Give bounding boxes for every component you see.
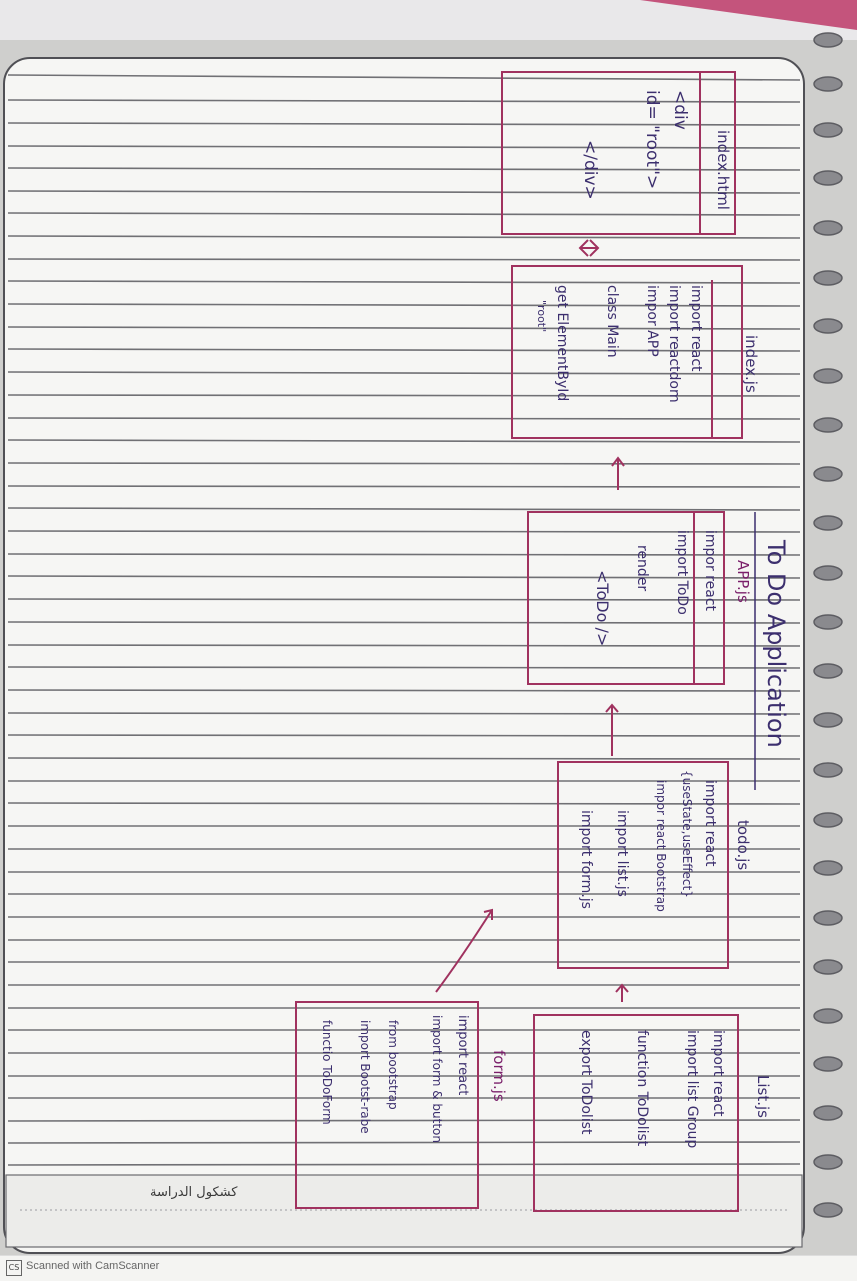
index-js-label: index.js	[742, 335, 760, 393]
index-js-line-2: import reactdom	[666, 285, 682, 403]
box-todo-js	[557, 761, 729, 969]
list-js-line-3: function ToDolist	[634, 1030, 650, 1147]
spiral-binding	[813, 32, 843, 1218]
box-index-js	[511, 265, 743, 439]
app-js-label: APP.js	[734, 560, 752, 603]
page-title: To Do Application	[762, 540, 790, 748]
index-js-line-5: get ElementById	[554, 285, 570, 402]
list-js-line-4: export ToDolist	[578, 1030, 594, 1135]
index-js-line-4: class Main	[604, 285, 620, 358]
ruled-lines	[7, 74, 801, 1166]
form-js-line-4: import Bootst-rabe	[358, 1020, 372, 1134]
index-js-line-3: impor APP	[644, 285, 660, 357]
app-js-line-1: impor react	[702, 530, 718, 612]
app-js-line-2: import ToDo	[674, 530, 690, 615]
app-js-line-3: render	[634, 545, 650, 592]
app-js-line-4: <ToDo />	[593, 570, 612, 647]
index-html-label: index.html	[714, 130, 732, 210]
index-js-line-1: import react	[688, 285, 704, 372]
list-js-line-2: import list Group	[684, 1030, 700, 1149]
todo-js-line-1: import react	[702, 780, 718, 867]
box-index-html	[501, 71, 736, 235]
scanner-footer: CS Scanned with CamScanner	[0, 1255, 857, 1281]
todo-js-line-5: import form.js	[578, 810, 594, 909]
notebook-paper	[3, 57, 805, 1254]
form-js-label: form.js	[490, 1050, 508, 1102]
index-html-line-3: </div>	[580, 140, 600, 200]
form-js-line-2: import form & button	[430, 1015, 444, 1143]
box-app-js	[527, 511, 725, 685]
form-js-line-3: from bootstrap	[386, 1020, 400, 1110]
box-form-js	[295, 1001, 479, 1209]
todo-js-line-3: impor react Bootstrap	[654, 780, 668, 912]
scanner-credit: Scanned with CamScanner	[26, 1260, 160, 1272]
form-js-line-1: import react	[455, 1015, 470, 1096]
index-js-line-6: "root"	[535, 300, 548, 333]
index-html-line-1: <div	[670, 90, 690, 130]
notebook-brand: كشكول الدراسة	[150, 1185, 238, 1200]
index-html-line-2: id= "root">	[642, 90, 662, 190]
todo-js-label: todo.js	[734, 820, 752, 871]
todo-js-line-2: {useState,useEffect}	[680, 770, 694, 898]
form-js-line-5: functio ToDoForm	[320, 1020, 334, 1125]
list-js-label: List.js	[754, 1075, 772, 1118]
list-js-line-1: import react	[710, 1030, 726, 1117]
camscanner-logo-icon: CS	[6, 1260, 22, 1276]
box-list-js	[533, 1014, 739, 1212]
todo-js-line-4: import list.js	[614, 810, 630, 897]
